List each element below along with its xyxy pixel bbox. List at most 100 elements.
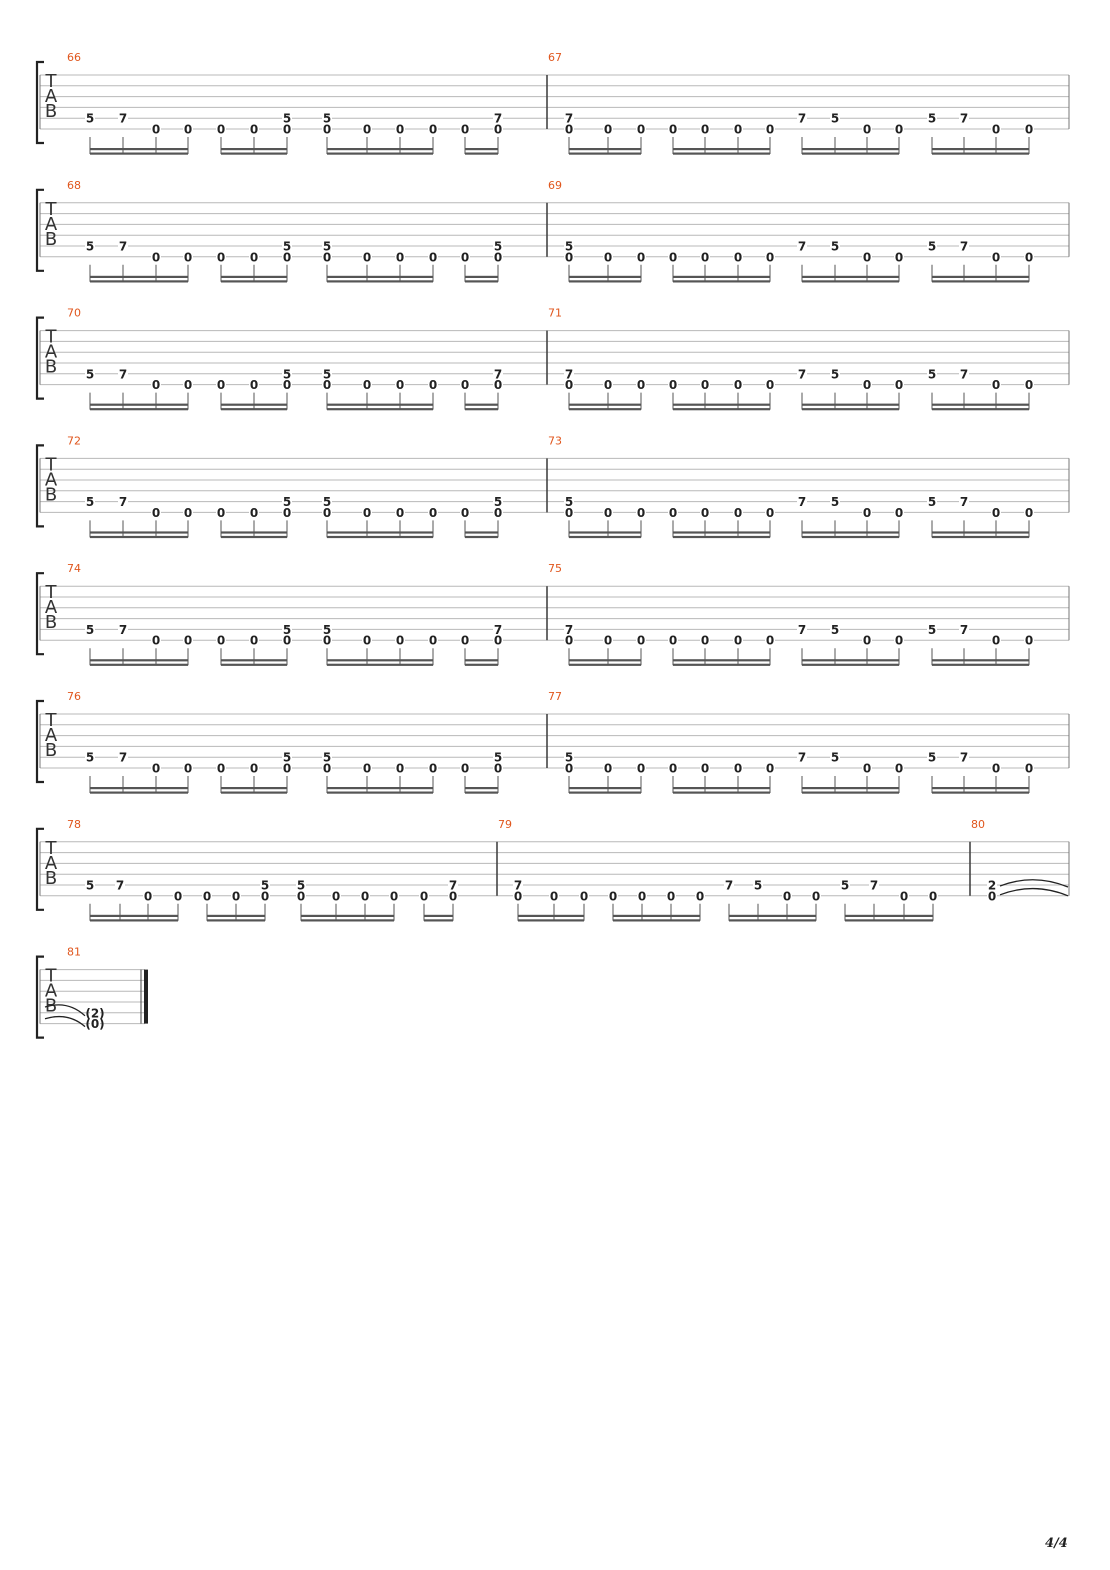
fret-mask <box>428 123 438 135</box>
beam <box>90 403 188 406</box>
beam <box>327 663 433 666</box>
fret-mask <box>797 751 807 764</box>
measure-number: 68 <box>67 179 81 192</box>
fret-number: 0 <box>461 123 469 137</box>
fret-mask <box>419 889 429 902</box>
beam <box>569 275 641 278</box>
fret-mask <box>151 250 161 263</box>
fret-mask <box>322 506 332 519</box>
tie <box>999 887 1069 897</box>
measure-number: 66 <box>67 51 81 64</box>
fret-mask <box>636 506 646 519</box>
fret-mask <box>173 889 183 902</box>
fret-number: 0 <box>992 506 1000 520</box>
fret-mask <box>927 623 937 636</box>
fret-number: 0 <box>332 889 340 903</box>
fret-mask <box>869 879 879 891</box>
fret-mask <box>564 762 574 774</box>
tie <box>44 1004 86 1017</box>
beam <box>90 914 178 917</box>
fret-mask <box>564 623 574 636</box>
fret-mask <box>579 889 589 902</box>
beam <box>207 914 265 917</box>
beam <box>90 408 188 411</box>
fret-number: 0 <box>895 506 903 520</box>
fret-mask <box>1024 378 1034 391</box>
beam <box>569 531 641 534</box>
fret-mask <box>260 879 270 891</box>
beam <box>673 408 770 411</box>
fret-number: 7 <box>960 367 968 381</box>
fret-mask <box>322 634 332 647</box>
measure-number: 72 <box>67 434 81 447</box>
fret-number: 0 <box>766 634 774 648</box>
fret-mask <box>448 879 458 891</box>
fret-number: 0 <box>429 378 437 392</box>
fret-mask <box>118 367 128 380</box>
fret-mask <box>668 123 678 135</box>
fret-number: 0 <box>812 889 820 903</box>
fret-number: 0 <box>217 250 225 264</box>
fret-number: 0 <box>766 123 774 137</box>
fret-number: 0 <box>783 889 791 903</box>
fret-number: 0 <box>514 889 522 903</box>
measure-number: 79 <box>498 818 512 831</box>
beam <box>465 659 498 662</box>
fret-mask <box>894 506 904 519</box>
fret-number: 5 <box>323 623 331 637</box>
beam <box>802 275 899 278</box>
fret-mask <box>927 751 937 764</box>
fret-mask <box>959 495 969 508</box>
fret-number: 5 <box>86 879 94 893</box>
fret-number: 5 <box>928 367 936 381</box>
fret-number: 7 <box>119 495 127 509</box>
fret-mask <box>668 506 678 519</box>
fret-number: 0 <box>734 762 742 776</box>
beam <box>673 791 770 794</box>
fret-mask <box>797 623 807 636</box>
beam <box>518 914 584 917</box>
tab-clef-letter: T <box>45 838 58 859</box>
fret-mask <box>564 123 574 135</box>
fret-mask <box>448 889 458 902</box>
fret-mask <box>216 250 226 263</box>
fret-number: 0 <box>669 123 677 137</box>
fret-mask <box>668 250 678 263</box>
fret-number: 0 <box>637 634 645 648</box>
fret-number: 7 <box>798 623 806 637</box>
fret-number: 0 <box>766 250 774 264</box>
fret-number: 7 <box>116 879 124 893</box>
fret-number: 0 <box>250 378 258 392</box>
beam <box>90 659 188 662</box>
beam <box>569 280 641 283</box>
fret-mask <box>362 378 372 391</box>
fret-mask <box>493 751 503 764</box>
fret-number: 0 <box>429 250 437 264</box>
fret-mask <box>493 240 503 252</box>
beam <box>90 791 188 794</box>
fret-number: 0 <box>396 634 404 648</box>
fret-mask <box>564 634 574 647</box>
fret-number: 0 <box>701 123 709 137</box>
fret-mask <box>782 889 792 902</box>
fret-mask <box>151 506 161 519</box>
fret-number: 0 <box>174 889 182 903</box>
fret-number: 0 <box>261 889 269 903</box>
fret-mask <box>85 367 95 380</box>
fret-mask <box>1024 123 1034 135</box>
fret-mask <box>862 762 872 774</box>
fret-mask <box>927 240 937 252</box>
fret-mask <box>830 112 840 125</box>
beam <box>569 535 641 539</box>
fret-mask <box>493 367 503 380</box>
fret-mask <box>493 634 503 647</box>
fret-number: 0 <box>863 634 871 648</box>
fret-mask <box>493 378 503 391</box>
measure-number: 76 <box>67 690 81 703</box>
fret-number: 0 <box>363 634 371 648</box>
fret-number: 0 <box>396 378 404 392</box>
fret-mask <box>282 762 292 774</box>
beam <box>90 531 188 534</box>
beam <box>673 659 770 662</box>
